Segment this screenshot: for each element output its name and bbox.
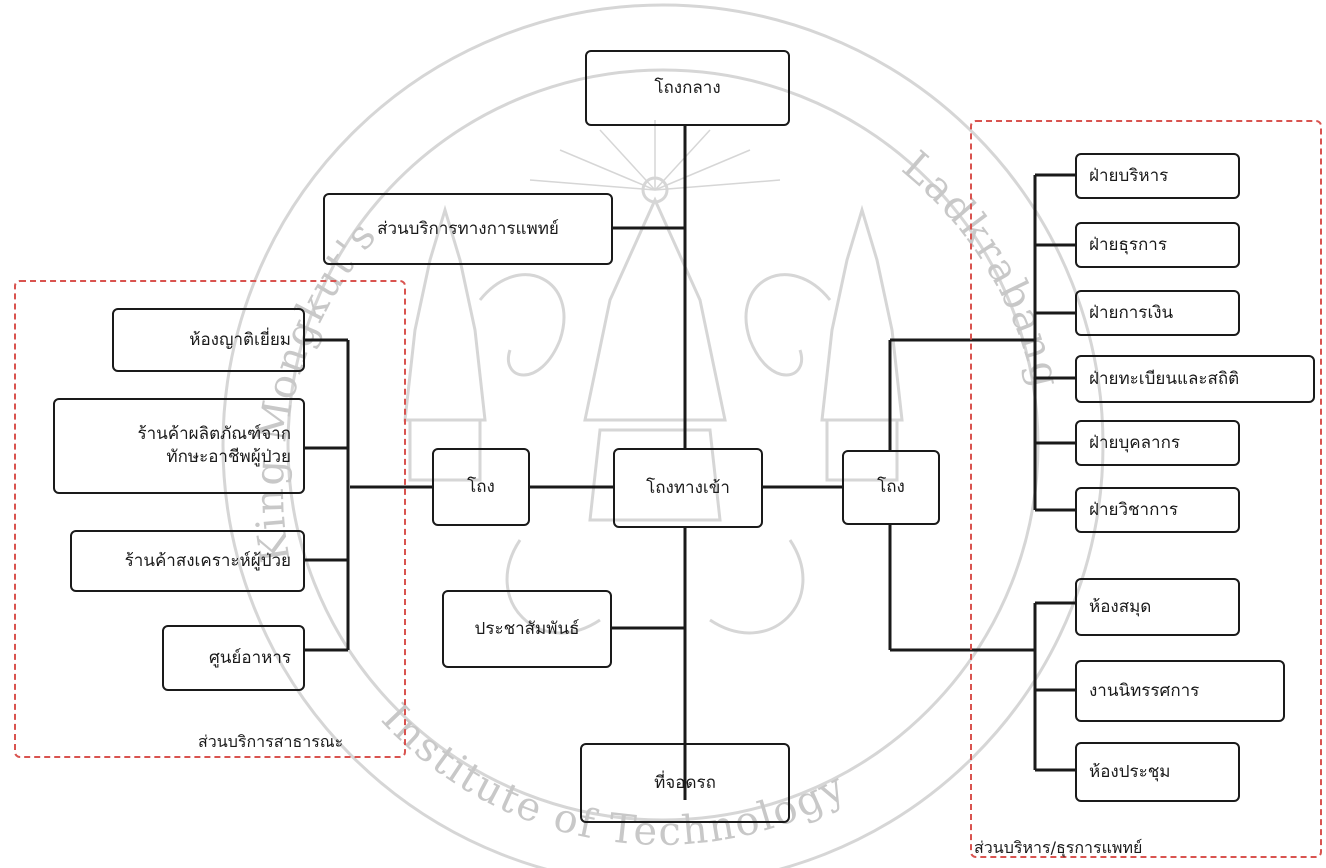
facility-item: ห้องสมุด [1075,578,1240,636]
admin-department-item: ฝ่ายทะเบียนและสถิติ [1075,355,1315,403]
right-hall-box: โถง [842,450,940,525]
admin-department-item: ฝ่ายการเงิน [1075,290,1240,336]
public-service-item: ศูนย์อาหาร [162,625,305,691]
public-service-item: ร้านค้าสงเคราะห์ผู้ป่วย [70,530,305,592]
public-relations-box: ประชาสัมพันธ์ [442,590,612,668]
left-hall-box: โถง [432,448,530,526]
entrance-hall-box: โถงทางเข้า [613,448,763,528]
public-services-zone [14,280,406,758]
public-services-zone-label: ส่วนบริการสาธารณะ [198,732,344,751]
admin-department-item: ฝ่ายวิชาการ [1075,487,1240,533]
public-service-item: ห้องญาติเยี่ยม [112,308,305,372]
admin-department-item: ฝ่ายธุรการ [1075,222,1240,268]
facility-item: ห้องประชุม [1075,742,1240,802]
medical-services-box: ส่วนบริการทางการแพทย์ [323,193,613,265]
admin-department-item: ฝ่ายบุคลากร [1075,420,1240,466]
admin-services-zone [970,120,1322,858]
admin-services-zone-label: ส่วนบริหาร/ธุรการแพทย์ [974,838,1143,857]
central-hall-box: โถงกลาง [585,50,790,126]
facility-item: งานนิทรรศการ [1075,660,1285,722]
public-service-item: ร้านค้าผลิตภัณฑ์จาก ทักษะอาชีพผู้ป่วย [53,398,305,494]
parking-box: ที่จอดรถ [580,743,790,823]
admin-department-item: ฝ่ายบริหาร [1075,153,1240,199]
